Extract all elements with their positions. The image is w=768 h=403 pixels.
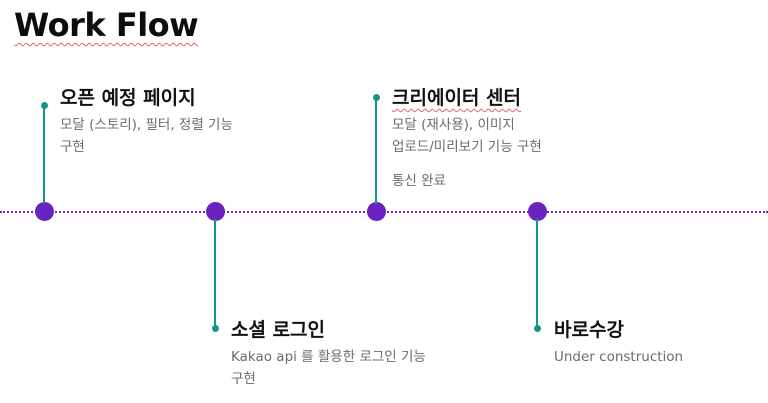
connector-2 xyxy=(214,219,216,329)
step-heading: 소셜 로그인 xyxy=(231,319,326,341)
step-heading: 오픈 예정 페이지 xyxy=(60,87,196,109)
connector-tip-2 xyxy=(212,325,219,332)
connector-tip-4 xyxy=(534,325,541,332)
connector-tip-3 xyxy=(373,94,380,101)
timeline-node-1 xyxy=(35,202,54,221)
step-card-2: 소셜 로그인 Kakao api 를 활용한 로그인 기능 구현 xyxy=(231,318,426,391)
step-description: Kakao api 를 활용한 로그인 기능 구현 xyxy=(231,345,426,391)
step-card-4: 바로수강 Under construction xyxy=(554,318,683,369)
connector-tip-1 xyxy=(41,102,48,109)
connector-3 xyxy=(375,98,377,204)
step-heading: 크리에이터 센터 xyxy=(392,86,542,110)
page-title: Work Flow xyxy=(14,6,199,44)
step-heading: 바로수강 xyxy=(554,319,624,341)
step-extra-note: 통신 완료 xyxy=(392,173,446,189)
step-description-line: Under construction xyxy=(554,349,684,365)
step-description-line: Kakao api 를 활용한 로그인 기능 xyxy=(231,349,426,365)
step-description-line: 구현 xyxy=(60,139,85,155)
step-description-line: 모달 (스토리), 필터, 정렬 기능 xyxy=(60,117,233,133)
step-description: 모달 (스토리), 필터, 정렬 기능 구현 xyxy=(60,113,233,159)
step-card-3: 크리에이터 센터 모달 (재사용), 이미지 업로드/미리보기 기능 구현 통신… xyxy=(392,86,542,193)
step-description-line: 구현 xyxy=(231,371,256,387)
connector-4 xyxy=(536,219,538,329)
timeline-node-2 xyxy=(206,202,225,221)
step-description: 모달 (재사용), 이미지 업로드/미리보기 기능 구현 xyxy=(392,113,542,159)
step-heading-text: 크리에이터 센터 xyxy=(392,87,521,109)
step-card-1: 오픈 예정 페이지 모달 (스토리), 필터, 정렬 기능 구현 xyxy=(60,86,233,159)
timeline-node-4 xyxy=(528,202,547,221)
step-description-line: 모달 (재사용), 이미지 xyxy=(392,117,515,133)
timeline-node-3 xyxy=(367,202,386,221)
step-description-line: 업로드/미리보기 기능 구현 xyxy=(392,139,542,155)
connector-1 xyxy=(43,106,45,204)
step-description: Under construction xyxy=(554,345,683,369)
